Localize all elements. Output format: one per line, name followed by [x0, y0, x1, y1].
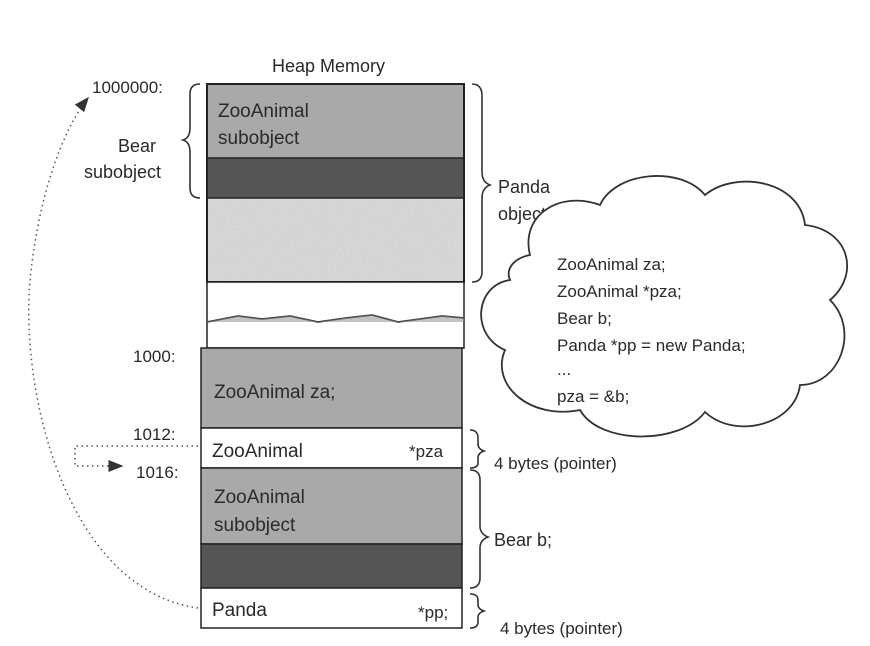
code-line-6: pza = &b;	[557, 387, 629, 406]
pza-pointer-arrow	[74, 445, 198, 472]
bear-subobject-label-2: subobject	[84, 162, 161, 182]
pp-size-brace	[469, 593, 487, 629]
heap-memory-title: Heap Memory	[272, 56, 385, 76]
stack-pza-block	[200, 427, 463, 469]
panda-object-label-2: object	[498, 204, 546, 224]
bear-subobject-label-1: Bear	[118, 136, 156, 156]
panda-object-block	[206, 83, 465, 283]
address-1012: 1012:	[133, 425, 176, 444]
stack-bear-extension	[200, 543, 463, 589]
panda-object-brace	[471, 83, 493, 283]
address-1016: 1016:	[136, 463, 179, 482]
code-cloud	[480, 175, 848, 438]
stack-bear-zoo-label-1: ZooAnimal	[214, 487, 305, 508]
pza-size-brace	[469, 429, 487, 469]
memory-gap	[206, 281, 465, 349]
stack-bear-zooanimal-subobject	[200, 467, 463, 545]
stack-pp-name: *pp;	[418, 603, 448, 622]
stack-pza-type: ZooAnimal	[212, 441, 303, 462]
stack-pp-block	[200, 587, 463, 629]
heap-zooanimal-label-2: subobject	[218, 128, 300, 149]
panda-object-label-1: Panda	[498, 177, 551, 197]
heap-bear-extension	[207, 158, 464, 198]
address-1000000: 1000000:	[92, 78, 163, 97]
stack-za-label: ZooAnimal za;	[214, 382, 335, 403]
code-line-5: ...	[557, 360, 571, 379]
code-line-4: Panda *pp = new Panda;	[557, 336, 746, 355]
bear-b-label: Bear b;	[494, 530, 552, 550]
address-1000: 1000:	[133, 347, 176, 366]
code-line-1: ZooAnimal za;	[557, 255, 666, 274]
stack-za-block	[200, 347, 463, 429]
bear-subobject-brace	[180, 83, 201, 199]
stack-pp-type: Panda	[212, 600, 267, 621]
code-line-3: Bear b;	[557, 309, 612, 328]
heap-zooanimal-label-1: ZooAnimal	[218, 101, 309, 122]
heap-zooanimal-subobject	[207, 84, 464, 158]
pp-size-label: 4 bytes (pointer)	[500, 619, 623, 638]
bear-b-brace	[469, 469, 491, 589]
stack-bear-zoo-label-2: subobject	[214, 515, 296, 536]
code-line-2: ZooAnimal *pza;	[557, 282, 682, 301]
pza-size-label: 4 bytes (pointer)	[494, 454, 617, 473]
stack-pza-name: *pza	[409, 442, 444, 461]
